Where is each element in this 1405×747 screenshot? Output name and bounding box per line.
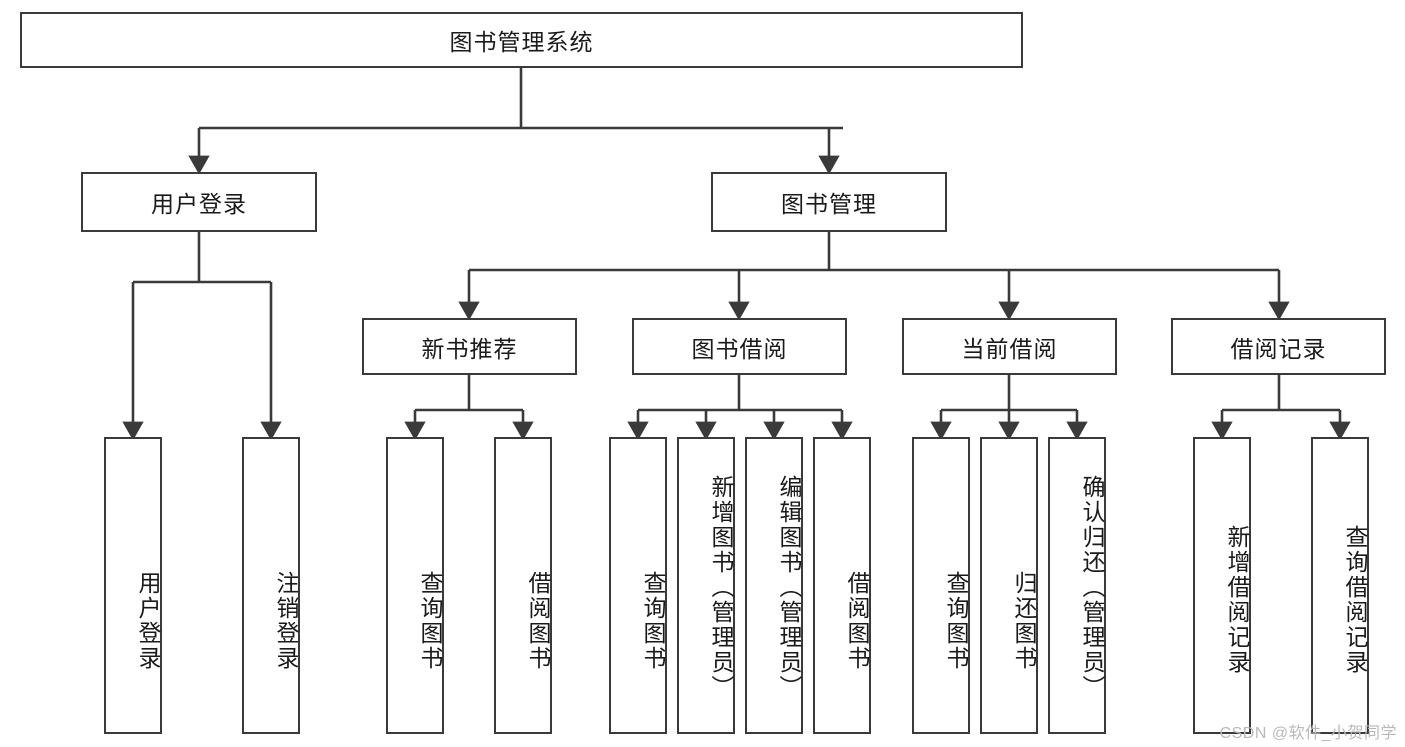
node-leaf-query-record[interactable]: 查询借阅记录 bbox=[1311, 437, 1369, 734]
node-current-borrow-label: 当前借阅 bbox=[961, 335, 1058, 362]
node-leaf-query-record-label: 查询借阅记录 bbox=[1342, 524, 1368, 675]
node-leaf-user-login[interactable]: 用户登录 bbox=[104, 437, 162, 734]
node-leaf-return-book-label: 归还图书 bbox=[1011, 570, 1037, 671]
node-leaf-query-book-1[interactable]: 查询图书 bbox=[386, 437, 444, 734]
node-leaf-query-book-2[interactable]: 查询图书 bbox=[609, 437, 667, 734]
node-leaf-query-book-1-label: 查询图书 bbox=[417, 570, 443, 671]
node-borrow-record-label: 借阅记录 bbox=[1230, 335, 1327, 362]
node-leaf-edit-book[interactable]: 编辑图书（管理员） bbox=[745, 437, 803, 734]
node-leaf-query-book-2-label: 查询图书 bbox=[640, 570, 666, 671]
node-leaf-add-book[interactable]: 新增图书（管理员） bbox=[677, 437, 735, 734]
watermark-text: CSDN @软件_小贺同学 bbox=[1219, 725, 1397, 742]
node-book-management-label: 图书管理 bbox=[781, 191, 877, 217]
node-book-management[interactable]: 图书管理 bbox=[711, 172, 947, 232]
node-leaf-confirm-return[interactable]: 确认归还（管理员） bbox=[1048, 437, 1106, 734]
node-new-book-recommend-label: 新书推荐 bbox=[421, 335, 518, 362]
node-leaf-edit-book-label: 编辑图书（管理员） bbox=[776, 475, 802, 700]
node-new-book-recommend[interactable]: 新书推荐 bbox=[362, 318, 577, 375]
node-user-login-label: 用户登录 bbox=[151, 191, 247, 217]
node-leaf-add-record[interactable]: 新增借阅记录 bbox=[1193, 437, 1251, 734]
node-leaf-add-record-label: 新增借阅记录 bbox=[1224, 524, 1250, 675]
node-book-borrow[interactable]: 图书借阅 bbox=[632, 318, 847, 375]
node-leaf-borrow-book-2[interactable]: 借阅图书 bbox=[813, 437, 871, 734]
node-leaf-borrow-book-1-label: 借阅图书 bbox=[525, 570, 551, 671]
node-current-borrow[interactable]: 当前借阅 bbox=[902, 318, 1117, 375]
node-leaf-add-book-label: 新增图书（管理员） bbox=[708, 475, 734, 700]
node-leaf-return-book[interactable]: 归还图书 bbox=[980, 437, 1038, 734]
node-leaf-confirm-return-label: 确认归还（管理员） bbox=[1079, 475, 1105, 700]
node-leaf-borrow-book-2-label: 借阅图书 bbox=[844, 570, 870, 671]
node-book-borrow-label: 图书借阅 bbox=[691, 335, 788, 362]
node-borrow-record[interactable]: 借阅记录 bbox=[1171, 318, 1386, 375]
node-leaf-logout[interactable]: 注销登录 bbox=[242, 437, 300, 734]
node-leaf-logout-label: 注销登录 bbox=[273, 570, 299, 671]
node-root[interactable]: 图书管理系统 bbox=[20, 12, 1023, 68]
node-leaf-borrow-book-1[interactable]: 借阅图书 bbox=[494, 437, 552, 734]
node-leaf-user-login-label: 用户登录 bbox=[135, 570, 161, 671]
node-leaf-query-book-3-label: 查询图书 bbox=[943, 570, 969, 671]
node-leaf-query-book-3[interactable]: 查询图书 bbox=[912, 437, 970, 734]
node-user-login[interactable]: 用户登录 bbox=[81, 172, 317, 232]
node-root-label: 图书管理系统 bbox=[449, 29, 594, 55]
